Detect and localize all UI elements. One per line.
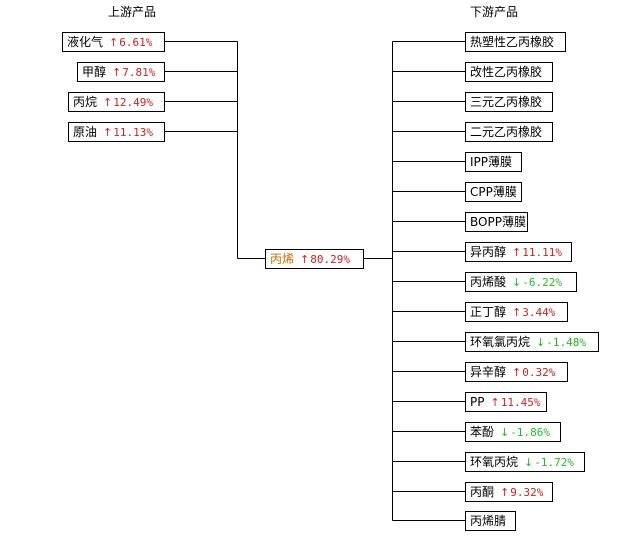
node-label: 三元乙丙橡胶 <box>470 95 543 109</box>
up-arrow-icon: ↑ <box>103 126 113 139</box>
downstream-node: BOPP薄膜 <box>465 212 528 232</box>
node-value: -1.48% <box>546 336 586 349</box>
downstream-node: 丙烯腈 <box>465 511 516 531</box>
up-arrow-icon: ↑ <box>512 366 522 379</box>
down-arrow-icon: ↓ <box>524 456 534 469</box>
node-label: 甲醇 <box>82 65 107 79</box>
node-label: 苯酚 <box>470 425 495 439</box>
node-label: 异辛醇 <box>470 365 507 379</box>
node-label: IPP薄膜 <box>470 155 513 169</box>
node-label: 环氧丙烷 <box>470 455 519 469</box>
downstream-node: 异辛醇 ↑0.32% <box>465 362 568 382</box>
node-label: 正丁醇 <box>470 305 507 319</box>
node-label: 丙烯腈 <box>470 514 507 528</box>
upstream-node: 液化气 ↑6.61% <box>62 32 165 52</box>
downstream-node: 热塑性乙丙橡胶 <box>465 32 566 52</box>
node-label: 丙烷 <box>73 95 98 109</box>
node-value: 12.49% <box>113 96 153 109</box>
down-arrow-icon: ↓ <box>512 276 522 289</box>
up-arrow-icon: ↑ <box>500 486 510 499</box>
upstream-node: 甲醇 ↑7.81% <box>77 62 165 82</box>
up-arrow-icon: ↑ <box>103 96 113 109</box>
down-arrow-icon: ↓ <box>500 426 510 439</box>
downstream-node: IPP薄膜 <box>465 152 522 172</box>
node-label: 异丙醇 <box>470 245 507 259</box>
node-value: 6.61% <box>119 36 153 49</box>
node-value: 7.81% <box>122 66 156 79</box>
node-value: 80.29% <box>310 253 350 266</box>
upstream-node: 原油 ↑11.13% <box>68 122 165 142</box>
up-arrow-icon: ↑ <box>512 246 522 259</box>
node-label: 改性乙丙橡胶 <box>470 65 543 79</box>
downstream-node: 异丙醇 ↑11.11% <box>465 242 572 262</box>
node-label: BOPP薄膜 <box>470 215 526 229</box>
node-label: PP <box>470 395 485 409</box>
downstream-node: 丙烯酸 ↓-6.22% <box>465 272 577 292</box>
up-arrow-icon: ↑ <box>109 36 119 49</box>
node-value: 3.44% <box>522 306 556 319</box>
node-value: 11.11% <box>522 246 562 259</box>
up-arrow-icon: ↑ <box>112 66 122 79</box>
node-value: 9.32% <box>510 486 544 499</box>
downstream-node: CPP薄膜 <box>465 182 522 202</box>
downstream-node: PP ↑11.45% <box>465 392 547 412</box>
node-label: 丙酮 <box>470 485 495 499</box>
up-arrow-icon: ↑ <box>490 396 500 409</box>
node-value: 0.32% <box>522 366 556 379</box>
downstream-node: 二元乙丙橡胶 <box>465 122 553 142</box>
downstream-node: 丙酮 ↑9.32% <box>465 482 553 502</box>
node-label: 丙烯 <box>270 252 295 266</box>
down-arrow-icon: ↓ <box>536 336 546 349</box>
downstream-node: 三元乙丙橡胶 <box>465 92 553 112</box>
node-value: -6.22% <box>522 276 562 289</box>
node-label: 丙烯酸 <box>470 275 507 289</box>
upstream-header: 上游产品 <box>108 5 157 19</box>
node-label: 环氧氯丙烷 <box>470 335 531 349</box>
downstream-node: 环氧丙烷 ↓-1.72% <box>465 452 585 472</box>
node-value: -1.86% <box>510 426 550 439</box>
node-label: 液化气 <box>67 35 104 49</box>
node-label: CPP薄膜 <box>470 185 517 199</box>
node-label: 热塑性乙丙橡胶 <box>470 35 555 49</box>
node-value: -1.72% <box>534 456 574 469</box>
downstream-node: 苯酚 ↓-1.86% <box>465 422 561 442</box>
node-value: 11.13% <box>113 126 153 139</box>
center-node: 丙烯 ↑80.29% <box>265 249 364 269</box>
downstream-node: 改性乙丙橡胶 <box>465 62 553 82</box>
upstream-node: 丙烷 ↑12.49% <box>68 92 165 112</box>
node-label: 原油 <box>73 125 98 139</box>
downstream-node: 环氧氯丙烷 ↓-1.48% <box>465 332 599 352</box>
up-arrow-icon: ↑ <box>512 306 522 319</box>
node-value: 11.45% <box>500 396 541 409</box>
node-label: 二元乙丙橡胶 <box>470 125 543 139</box>
downstream-header: 下游产品 <box>470 5 519 19</box>
downstream-node: 正丁醇 ↑3.44% <box>465 302 568 322</box>
up-arrow-icon: ↑ <box>300 253 310 266</box>
